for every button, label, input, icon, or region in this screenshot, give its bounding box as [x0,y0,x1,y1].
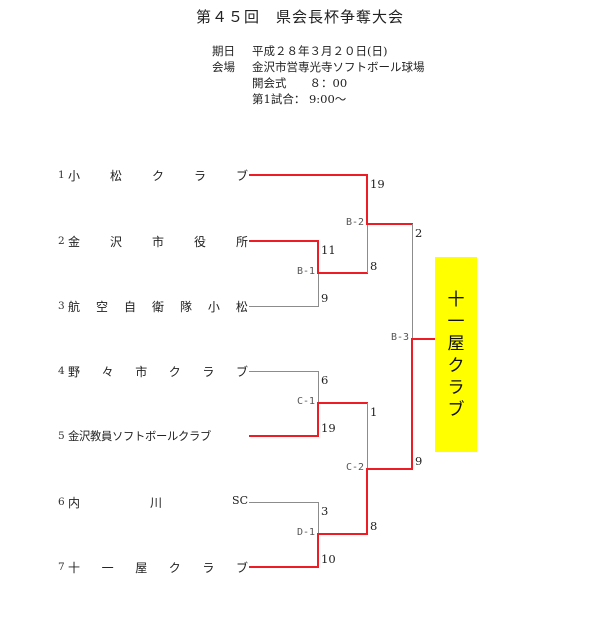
team-name: 小松クラブ [68,168,248,183]
champion-box: 十 一 屋 ク ラ ブ [435,257,477,452]
bracket-line-team4 [249,371,318,372]
champion-char: ラ [447,377,465,398]
bracket-line-team6 [249,502,318,503]
team-1: 1 小松クラブ [58,167,248,183]
champion-char: 一 [447,311,465,332]
score-c2-bottom: 8 [370,519,378,533]
info-opening: 開会式 ８：00 [212,75,425,91]
bracket-line-team5 [249,435,319,437]
event-info: 期日 平成２８年３月２０日(日) 会場 金沢市営専光寺ソフトボール球場 開会式 … [212,43,425,107]
team-name: 金沢市役所 [68,234,248,249]
bracket-line-final-winner [411,338,435,340]
score-b3-bottom: 9 [415,454,423,468]
team-4: 4 野々市クラブ [58,363,248,379]
champion-char: ブ [447,399,465,420]
team-seed: 2 [58,235,65,247]
bracket-line-c1-top [318,371,319,403]
score-b1-top: 11 [321,243,336,257]
bracket-line-b1-bottom [318,274,319,307]
score-c1-top: 6 [321,373,329,387]
bracket-line-b3-top [412,224,413,339]
bracket-line-team7 [249,566,319,568]
team-5: 5 金沢教員ソフトボールクラブ [58,428,248,444]
bracket-line-b1-top [317,240,319,274]
score-b3-top: 2 [415,226,423,240]
team-2: 2 金沢市役所 [58,233,248,249]
info-venue-label: 会場 [212,60,235,74]
team-name: 十一屋クラブ [68,560,248,575]
score-d1-bottom: 10 [321,552,336,566]
team-3: 3 航空自衛隊小松 [58,298,248,314]
team-name: 航空自衛隊小松 [68,299,248,314]
champion-char: ク [447,355,465,376]
info-date: 期日 平成２８年３月２０日(日) [212,43,425,59]
champion-char: 十 [447,289,465,310]
tournament-title: 第４５回 県会長杯争奪大会 [195,8,404,26]
info-opening-value: 開会式 ８：00 [252,76,348,90]
bracket-line-b2-top [366,174,368,225]
info-date-value: 平成２８年３月２０日(日) [252,44,388,58]
info-first-game: 第1試合： 9:00〜 [212,91,425,107]
score-b2-top: 19 [370,177,385,191]
bracket-line-d1-bottom [317,533,319,568]
bracket-line-b2-bottom [367,225,368,273]
info-date-label: 期日 [212,44,235,58]
bracket-line-d1-top [318,502,319,534]
team-seed: 4 [58,365,65,377]
bracket-line-team1 [249,174,368,176]
bracket-line-team3 [249,306,318,307]
champion-char: 屋 [447,333,465,354]
match-label-b2: B-2 [345,217,364,228]
bracket-line-team2 [249,240,319,242]
match-label-b3: B-3 [390,332,409,343]
score-b2-bottom: 8 [370,259,378,273]
bracket-line-c2-top [367,403,368,469]
match-label-d1: D-1 [296,527,315,538]
team-seed: 7 [58,561,65,573]
bracket-line-b3-bottom [411,338,413,470]
bracket-line-c1-winner [317,402,368,404]
team-name: 野々市クラブ [68,364,248,379]
bracket-line-c2-bottom [366,468,368,535]
info-venue: 会場 金沢市営専光寺ソフトボール球場 [212,59,425,75]
team-seed: 1 [58,169,65,181]
match-label-b1: B-1 [296,266,315,277]
bracket-line-c1-bottom [317,402,319,437]
bracket-line-c2-winner [366,468,413,470]
score-b1-bottom: 9 [321,291,329,305]
match-label-c2: C-2 [345,462,364,473]
info-first-game-value: 第1試合： 9:00〜 [252,92,347,106]
team-seed: 3 [58,300,65,312]
score-c2-top: 1 [370,405,378,419]
info-venue-value: 金沢市営専光寺ソフトボール球場 [252,60,425,74]
bracket-line-d1-winner [317,533,368,535]
bracket-line-b1-winner [317,272,368,274]
match-label-c1: C-1 [296,396,315,407]
team-name: 金沢教員ソフトボールクラブ [68,430,211,443]
team-7: 7 十一屋クラブ [58,559,248,575]
bracket-line-b2-winner [366,223,413,225]
team-seed: 6 [58,496,65,508]
score-d1-top: 3 [321,504,329,518]
team-seed: 5 [58,430,65,442]
score-c1-bottom: 19 [321,421,336,435]
